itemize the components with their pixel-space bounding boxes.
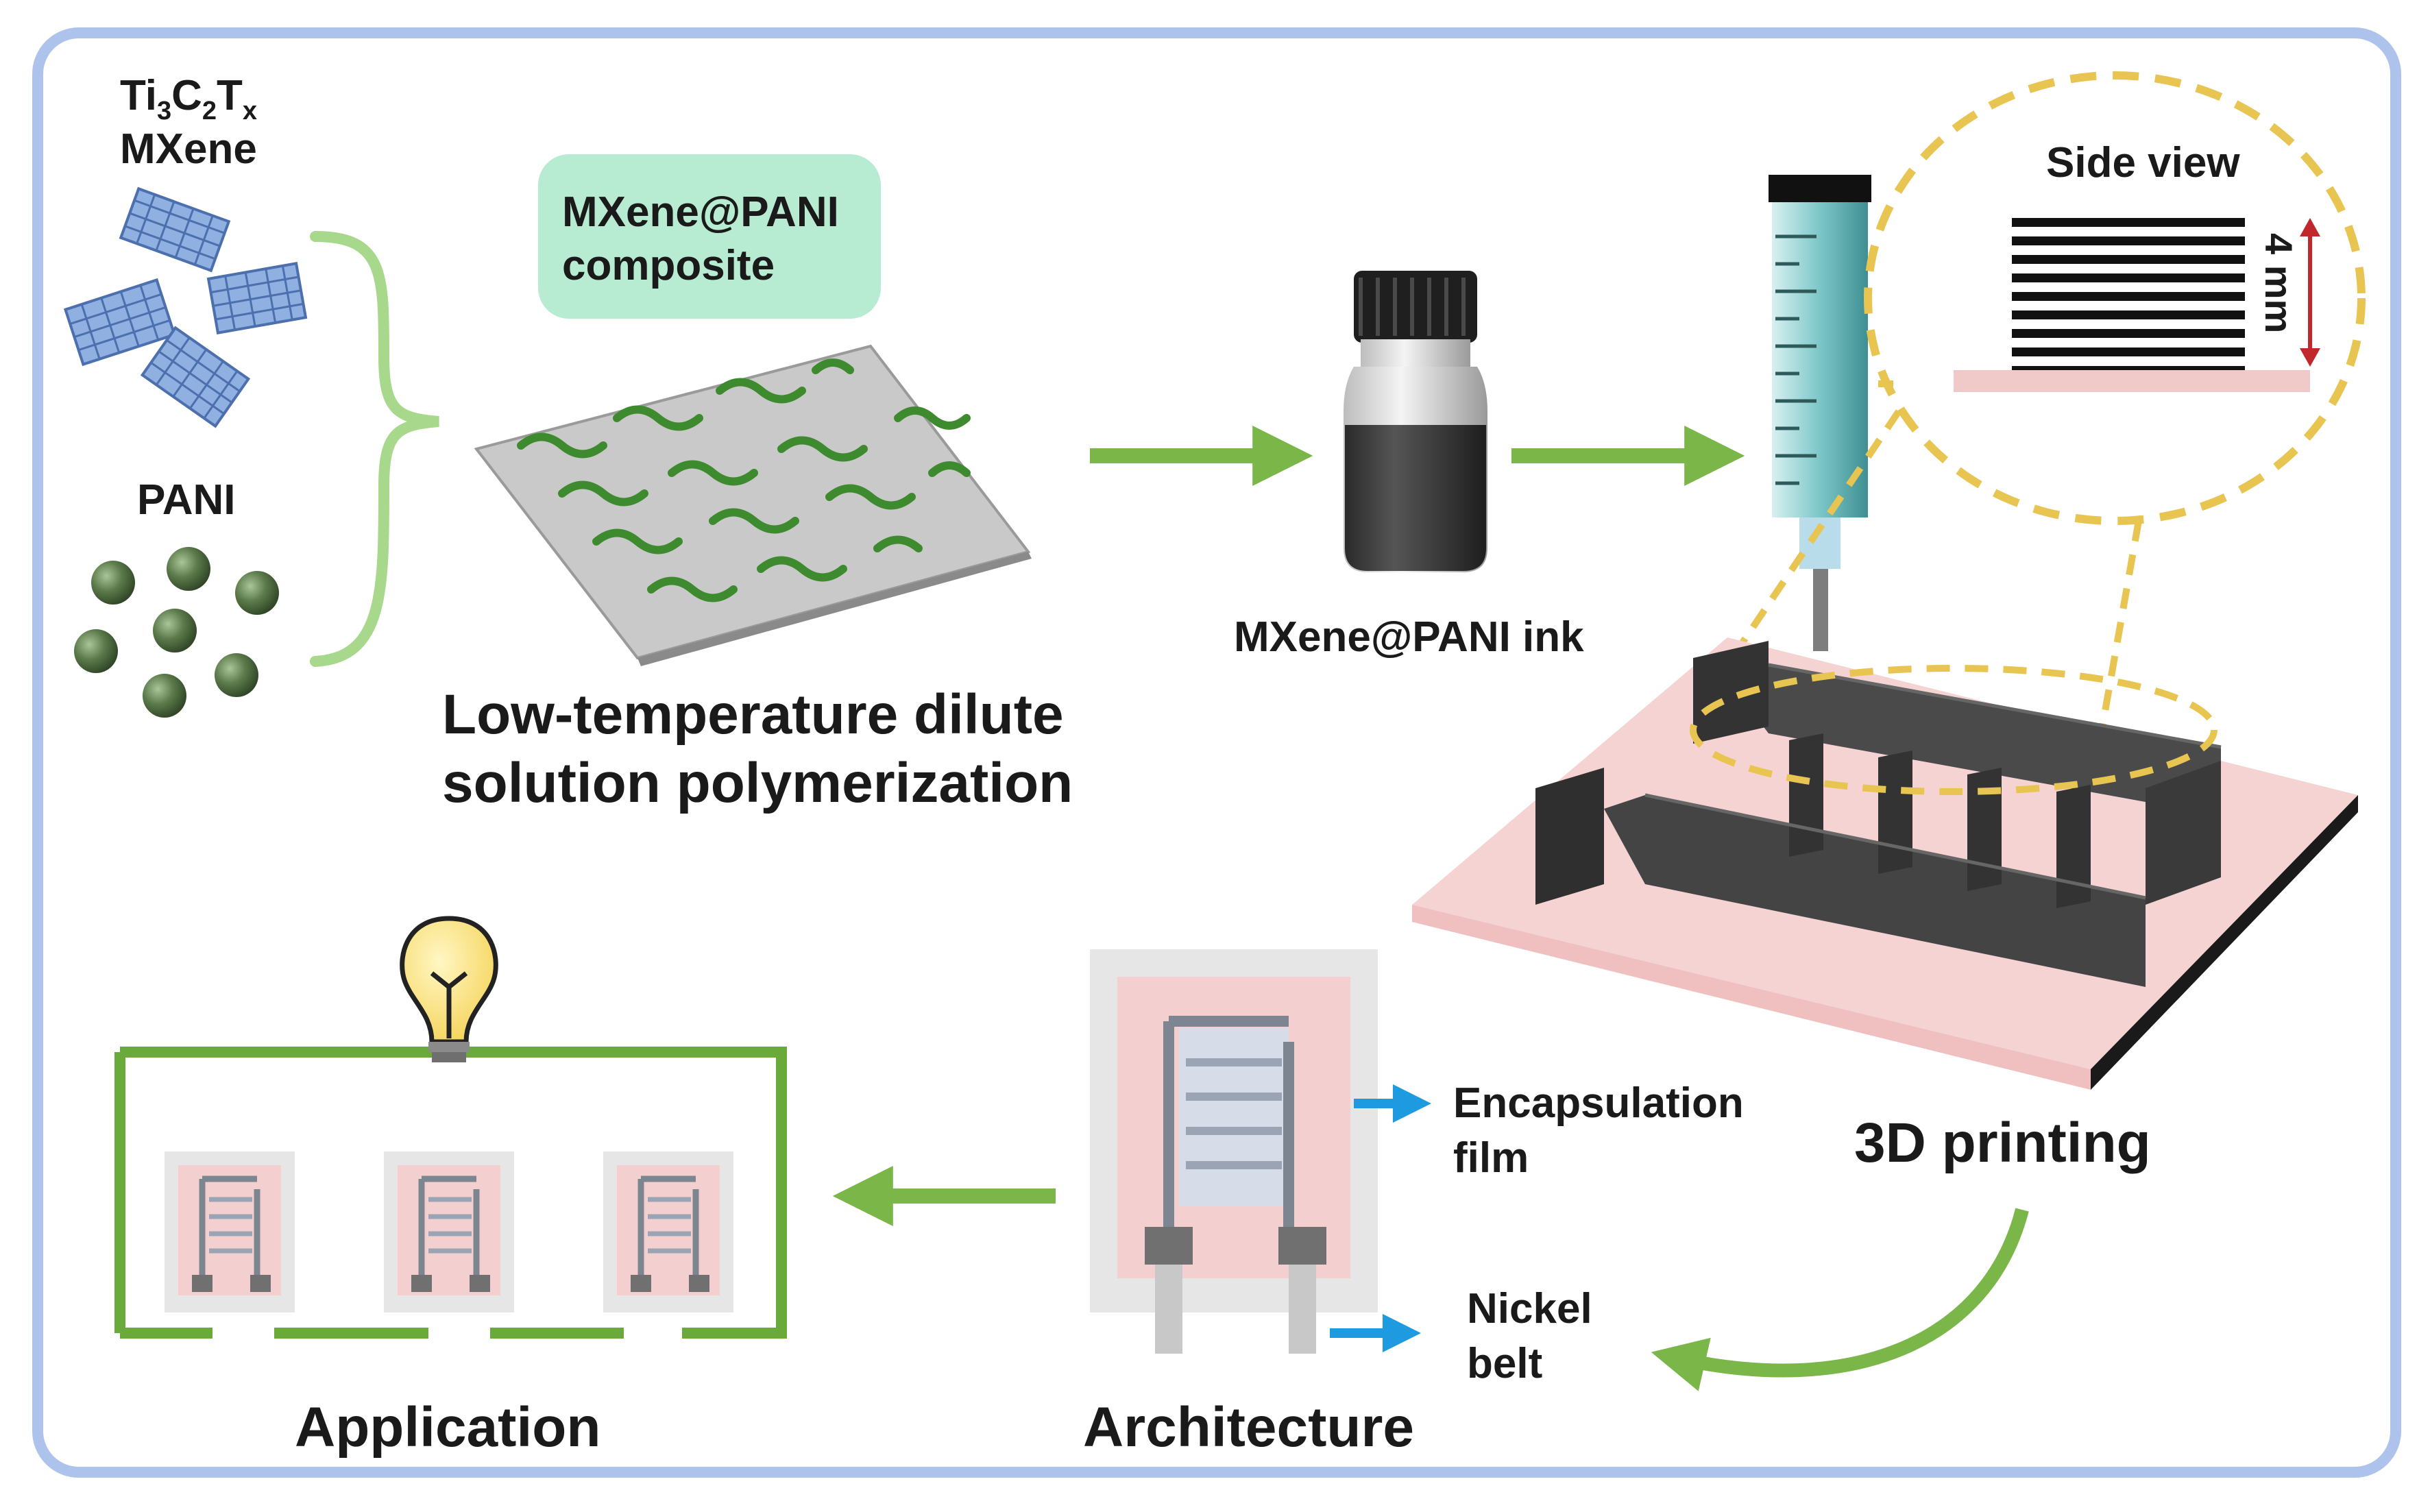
side-view-label: Side view [2046,139,2240,186]
application-circuit-icon [114,1047,787,1339]
nickel-label-line1: Nickel [1467,1285,1592,1332]
ink-vial-icon [1344,271,1487,572]
printing-caption: 3D printing [1854,1112,2151,1174]
height-label: 4 mm [2257,233,2300,333]
architecture-device-icon [1090,949,1378,1354]
mxene-flakes-icon [63,186,308,428]
syringe-icon [1769,175,1871,651]
encapsulation-label-line2: film [1453,1134,1529,1182]
composite-line2: composite [562,242,775,289]
composite-box [538,154,881,319]
svg-text:Ti3C2Tx: Ti3C2Tx [120,72,257,125]
printed-layers-icon [2012,218,2245,375]
mxene-formula-label: Ti3C2Tx [120,72,257,125]
architecture-caption: Architecture [1083,1396,1414,1459]
pani-spheres-icon [74,547,279,718]
composite-sheet-icon [474,344,1032,666]
sensor-unit-3 [603,1151,733,1313]
pani-label: PANI [137,476,236,524]
encapsulation-label-line1: Encapsulation [1453,1080,1744,1127]
composite-line1: MXene@PANI [562,188,839,236]
composite-caption-line1: Low-temperature dilute [442,683,1064,746]
sensor-unit-2 [384,1151,514,1313]
side-view-zoom: Side view 4 mm [1717,71,2366,755]
ink-label: MXene@PANI ink [1234,613,1584,661]
light-bulb-icon [400,916,498,1062]
arrow-to-architecture [1651,1208,2029,1391]
application-caption: Application [295,1396,600,1459]
sensor-unit-1 [165,1151,295,1313]
mxene-label: MXene [120,125,257,173]
composite-caption-line2: solution polymerization [442,752,1073,814]
nickel-label-line2: belt [1467,1340,1542,1387]
zoom-region-outline [1690,665,2218,795]
combine-bracket-icon [310,231,439,667]
